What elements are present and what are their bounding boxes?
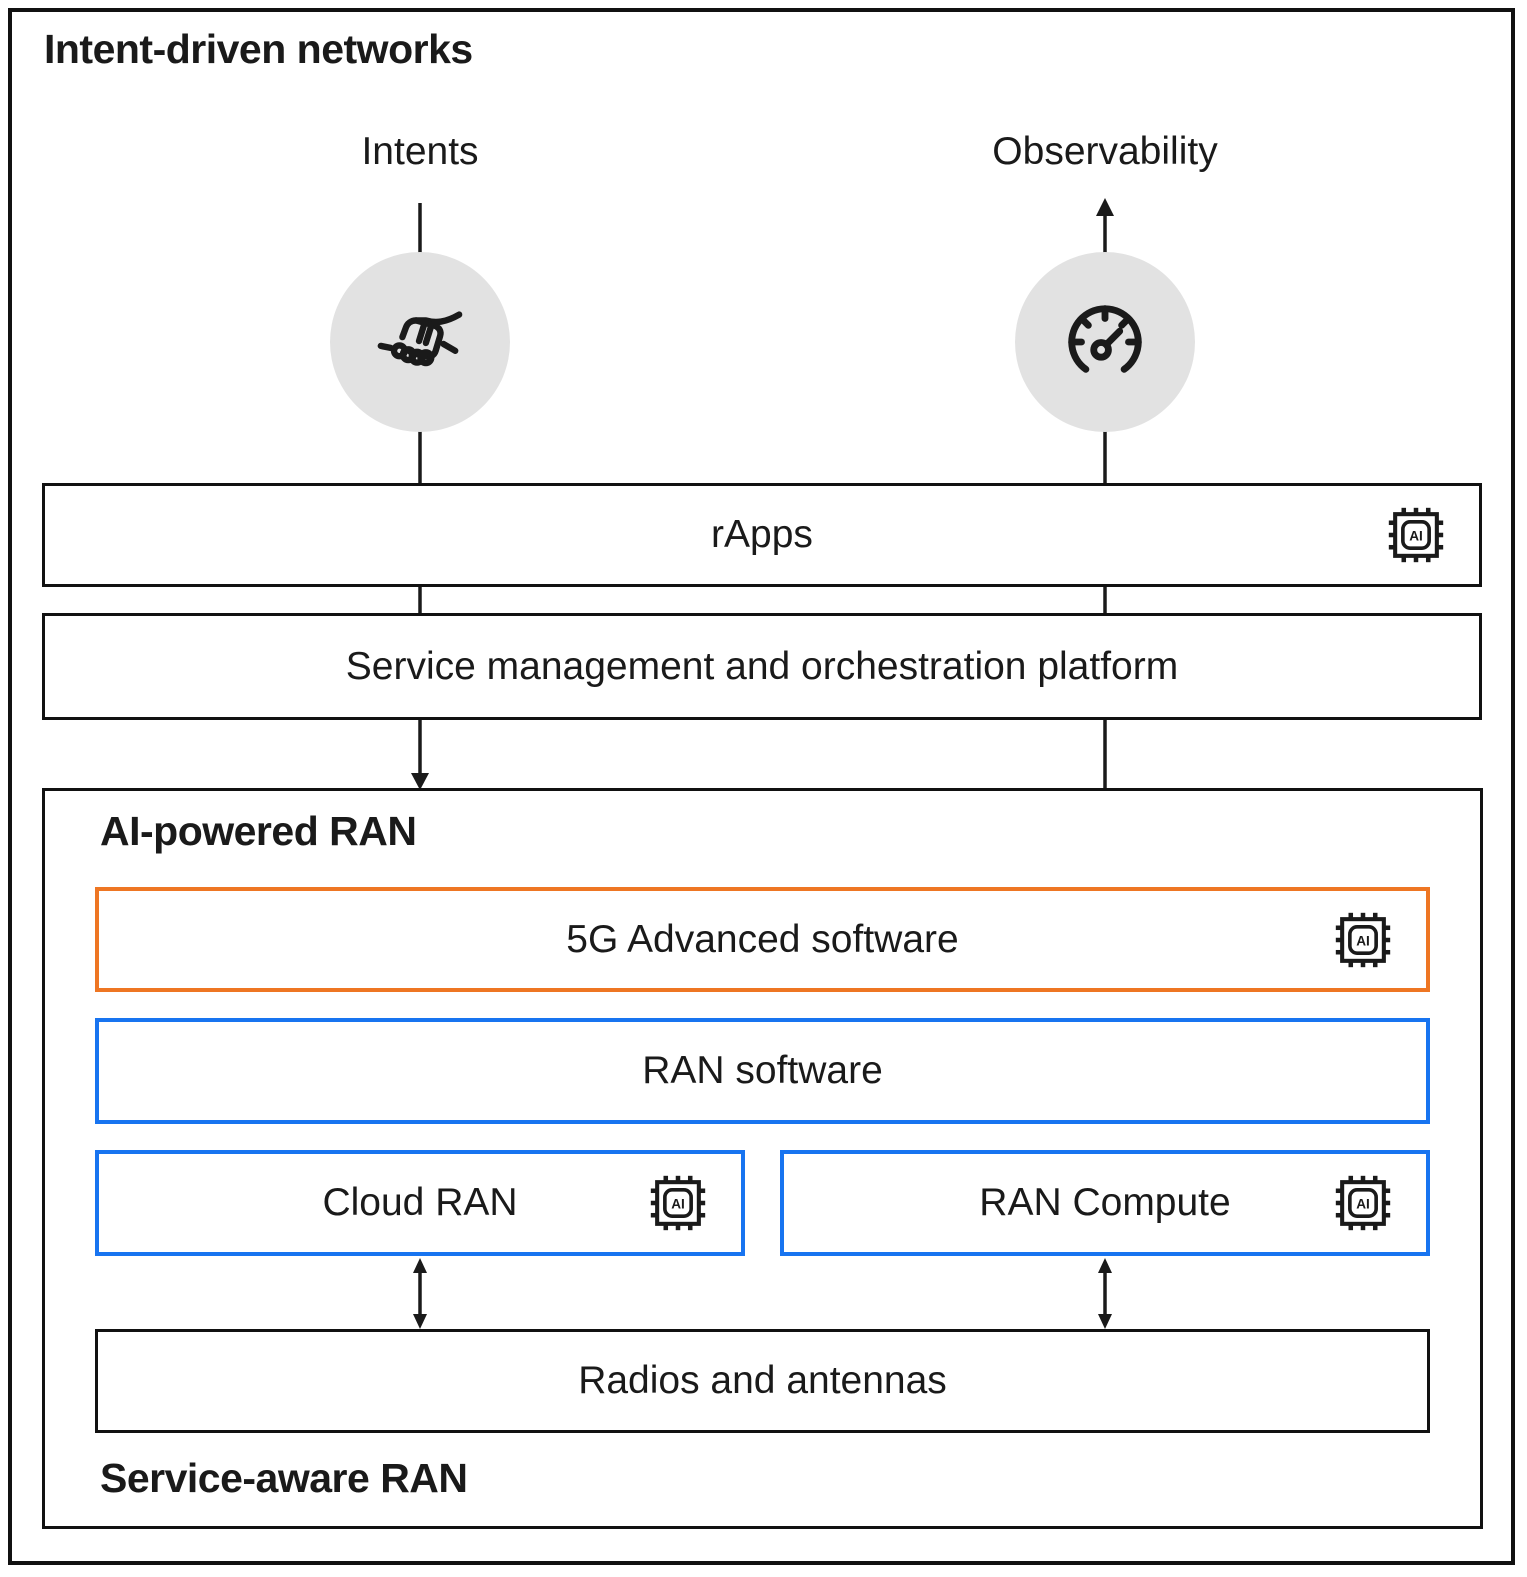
ran-software-box: RAN software — [95, 1018, 1430, 1124]
cloud-ran-box: Cloud RAN AI — [95, 1150, 745, 1256]
ai-chip-text: AI — [1409, 528, 1423, 543]
handshake-icon — [377, 311, 463, 367]
radios-antennas-label: Radios and antennas — [578, 1359, 947, 1402]
ran-compute-box: RAN Compute AI — [780, 1150, 1430, 1256]
ai-chip-icon: AI — [1388, 507, 1444, 563]
outer-frame — [8, 8, 1515, 1565]
intents-circle — [330, 252, 510, 432]
intents-label: Intents — [361, 130, 479, 173]
ran-compute-label: RAN Compute — [979, 1181, 1231, 1224]
ai-ran-title: AI-powered RAN — [100, 808, 417, 854]
radios-antennas-box: Radios and antennas — [95, 1329, 1430, 1433]
cloud-ran-label: Cloud RAN — [322, 1181, 518, 1224]
smo-label: Service management and orchestration pla… — [345, 644, 1179, 688]
ai-chip-icon: AI — [1335, 912, 1391, 967]
five-g-advanced-label: 5G Advanced software — [566, 917, 959, 961]
five-g-advanced-box: 5G Advanced software AI — [95, 887, 1430, 992]
ai-chip-text: AI — [1356, 1196, 1370, 1211]
page-title: Intent-driven networks — [44, 26, 473, 72]
gauge-icon — [1068, 305, 1142, 373]
service-aware-ran-label: Service-aware RAN — [100, 1455, 468, 1501]
observability-label: Observability — [992, 130, 1218, 173]
rapps-label: rApps — [711, 513, 813, 556]
observability-circle — [1015, 252, 1195, 432]
rapps-box: rApps AI — [42, 483, 1482, 587]
smo-box: Service management and orchestration pla… — [42, 613, 1482, 720]
ai-ran-group-box — [42, 788, 1483, 1529]
ai-chip-text: AI — [1356, 933, 1370, 948]
ai-chip-icon: AI — [1335, 1175, 1391, 1231]
ran-software-label: RAN software — [642, 1049, 883, 1092]
ai-chip-text: AI — [671, 1196, 685, 1211]
ai-chip-icon: AI — [650, 1175, 706, 1231]
